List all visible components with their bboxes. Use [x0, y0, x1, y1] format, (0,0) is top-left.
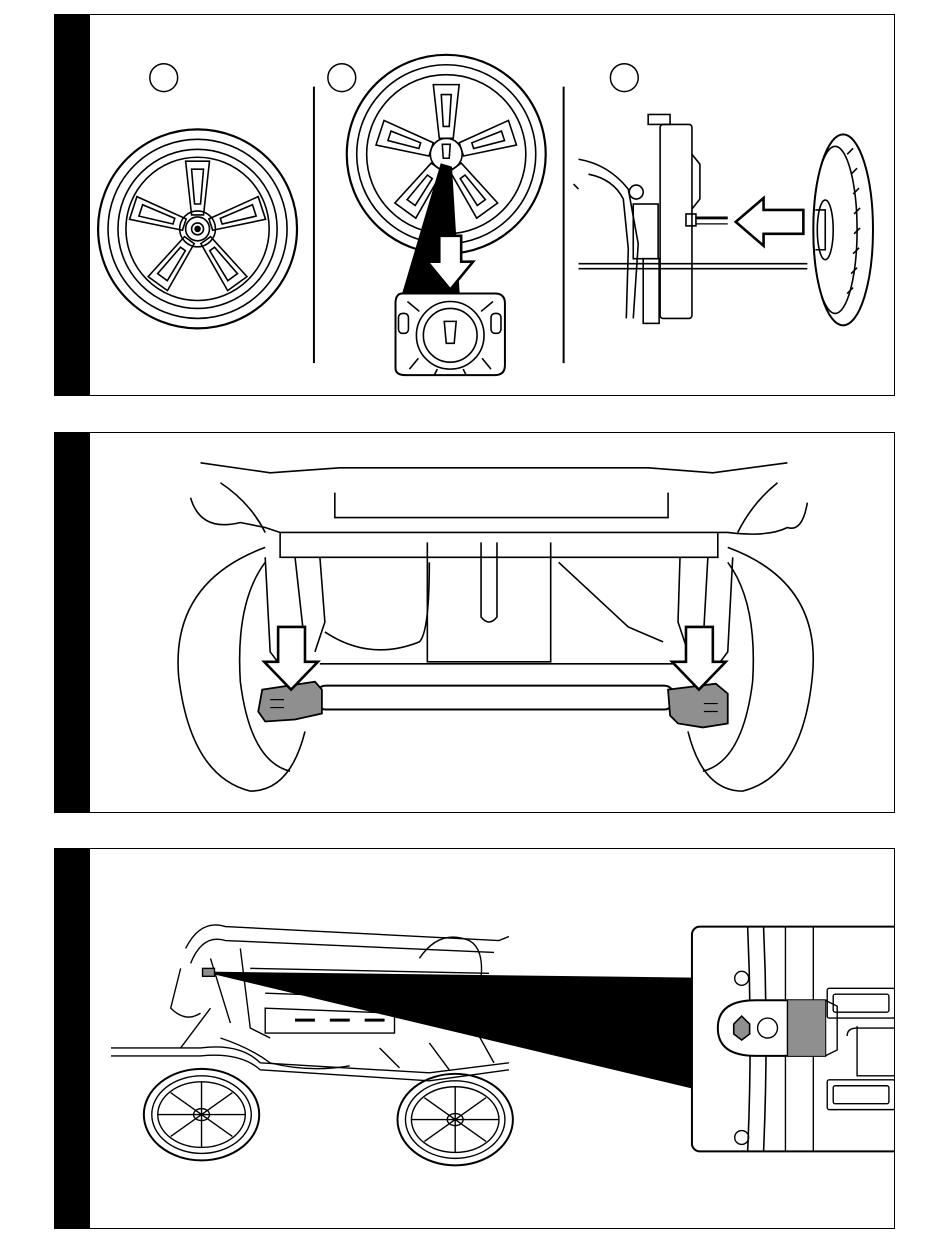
step-panel-rear-brake-pedals: [54, 432, 895, 813]
rear-axle-bar: [316, 686, 674, 710]
arrow-left-icon: [736, 198, 804, 246]
arrow-down-icon: [264, 627, 318, 690]
panel-illustration: [90, 433, 894, 812]
panel-illustration: [90, 849, 894, 1228]
sub-step-marker-3: [610, 64, 638, 92]
sub-step-marker-2: [328, 64, 356, 92]
panel-side-bar: [55, 15, 90, 395]
panel-illustration: [90, 15, 894, 395]
folded-stroller-icon: [111, 925, 692, 1165]
axle-insert-icon: [574, 114, 873, 325]
sub-step-marker-1: [150, 64, 178, 92]
step-panel-folded-stroller-lock: [54, 848, 895, 1229]
step-panel-wheel-installation: [54, 14, 895, 396]
panel-side-bar: [55, 433, 90, 812]
lock-latch-detail-icon: [692, 927, 894, 1152]
arrow-down-icon: [672, 627, 726, 690]
stroller-rear-icon: [178, 463, 813, 791]
wheel-front-icon: [98, 129, 297, 328]
panel-side-bar: [55, 849, 90, 1228]
cap-detail-icon: [396, 294, 505, 376]
